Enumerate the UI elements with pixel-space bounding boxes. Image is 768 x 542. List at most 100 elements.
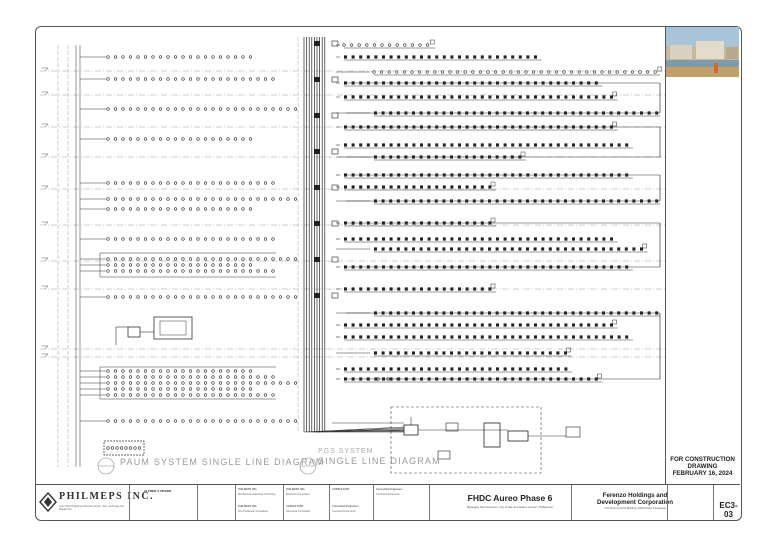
device-symbol [158,369,163,373]
outlet-symbol [564,237,568,241]
device-symbol [203,269,208,273]
device-symbol [136,207,140,211]
device-symbol [211,295,215,299]
outlet-symbol [587,143,591,147]
outlet-symbol [458,185,461,189]
device-symbol [196,237,200,241]
outlet-symbol [496,143,499,147]
device-symbol [166,295,170,299]
device-symbol [188,263,193,267]
outlet-symbol [450,323,454,327]
device-symbol [128,257,133,261]
device-symbol [173,237,178,241]
device-symbol [471,70,475,74]
device-symbol [233,393,238,397]
outlet-symbol [397,287,401,291]
outlet-symbol [488,237,492,241]
outlet-symbol [587,237,591,241]
device-symbol [158,419,163,423]
outlet-symbol [587,323,591,327]
device-symbol [166,369,170,373]
device-symbol [211,381,215,385]
outlet-symbol [442,55,446,59]
device-symbol [196,263,200,267]
device-symbol [271,181,275,185]
device-symbol [151,257,155,261]
device-symbol [196,369,200,373]
outlet-symbol [404,367,408,371]
consultant-label: CONSULTANT [332,488,350,491]
device-symbol [196,295,200,299]
device-symbol [388,43,392,47]
device-symbol [396,377,400,381]
wire [303,426,405,433]
outlet-symbol [435,55,439,59]
device-symbol [592,70,597,74]
device-symbol [218,107,223,111]
outlet-symbol [625,335,629,339]
device-symbol [196,387,200,391]
outlet-symbol [427,287,431,291]
outlet-symbol [458,323,461,327]
device-symbol [181,107,185,111]
device-symbol [136,55,140,59]
outlet-symbol [458,367,461,371]
junction-box [331,112,339,119]
outlet-symbol [610,323,613,327]
device-symbol [166,207,170,211]
outlet-symbol [587,335,591,339]
device-symbol [263,269,268,273]
device-symbol [226,55,230,59]
outlet-symbol [344,265,347,269]
sheet-number: EC3-03 [719,501,738,519]
device-symbol [218,419,223,423]
device-symbol [233,375,238,379]
device-symbol [248,263,253,267]
outlet-symbol [420,237,423,241]
device-symbol [181,263,185,267]
device-symbol [516,70,521,74]
outlet-symbol [389,351,393,355]
device-symbol [128,369,133,373]
outlet-symbol [457,247,461,251]
device-symbol [128,263,133,267]
outlet-symbol [534,335,537,339]
device-symbol [256,77,260,81]
outlet-symbol [556,237,560,241]
device-symbol [248,107,253,111]
device-symbol [113,77,118,81]
device-symbol [278,257,283,261]
device-symbol [203,257,208,261]
outlet-symbol [526,237,530,241]
device-symbol [188,137,193,141]
junction-box [331,76,339,83]
device-symbol [248,197,253,201]
device-symbol [151,419,155,423]
level-marker [42,185,49,190]
consultant-cell-2: PHILMEPS INC. Electrical Consultant CONS… [283,485,330,520]
device-symbol [188,181,193,185]
device-symbol [410,43,415,47]
outlet-symbol [594,143,598,147]
outlet-symbol [549,367,553,371]
device-symbol [293,197,298,201]
outlet-symbol [435,367,439,371]
outlet-symbol [549,237,553,241]
device-symbol [158,181,163,185]
device-symbol [188,387,193,391]
outlet-symbol [359,185,363,189]
device-symbol [248,381,253,385]
outlet-symbol [427,95,431,99]
consultant-sub: Mechanical, Electrical, Plumbing [238,493,276,496]
device-symbol [113,295,118,299]
project-rendering-image [666,27,739,77]
outlet-symbol [404,351,408,355]
device-symbol [113,375,118,379]
device-symbol [106,295,110,299]
device-symbol [554,70,559,74]
outlet-symbol [518,95,522,99]
outlet-symbol [435,237,439,241]
outlet-symbol [420,323,423,327]
device-symbol [151,263,155,267]
outlet-symbol [510,247,514,251]
